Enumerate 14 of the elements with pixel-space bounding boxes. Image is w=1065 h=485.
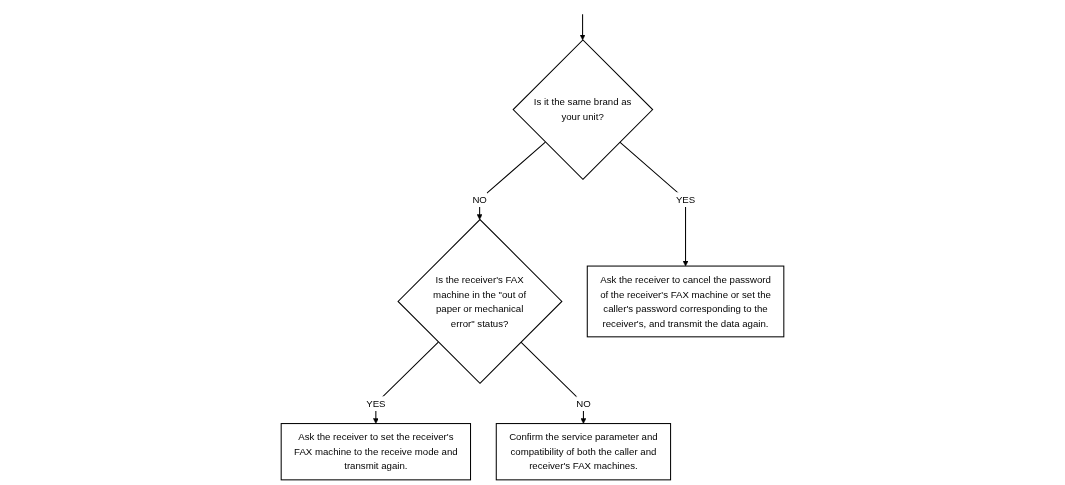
edge-label: YES bbox=[366, 397, 386, 409]
decision-diamond: Is it the same brand as your unit? bbox=[512, 39, 654, 181]
decision-diamond: Is the receiver's FAX machine in the "out of paper or mechanical error" status? bbox=[397, 218, 563, 385]
process-box: Ask the receiver to cancel the password of the receiver's FAX machine or set the caller's password corresponding to the receiver's, and transmit the data again. bbox=[586, 265, 785, 338]
arrow bbox=[476, 141, 546, 220]
edge-label: YES bbox=[675, 193, 696, 205]
edge-label: NO bbox=[472, 193, 487, 205]
edge-label: NO bbox=[576, 397, 591, 409]
arrow bbox=[373, 341, 439, 424]
arrow bbox=[520, 341, 587, 424]
arrow bbox=[619, 141, 689, 267]
process-box: Ask the receiver to set the receiver's FAX machine to the receive mode and transmit again. bbox=[280, 423, 472, 481]
arrow bbox=[579, 13, 586, 41]
process-box: Confirm the service parameter and compatibility of both the caller and receiver's FAX machines. bbox=[495, 423, 672, 481]
